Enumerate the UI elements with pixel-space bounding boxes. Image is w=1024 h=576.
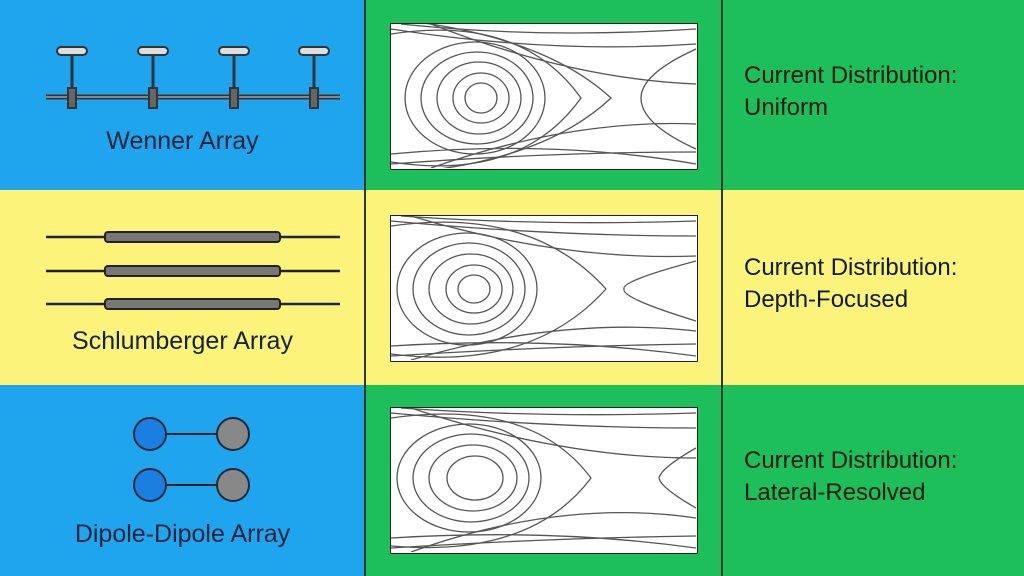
- schlumberger-cell: Schlumberger Array: [0, 190, 365, 385]
- distribution-cell: Current Distribution: Depth-Focused: [722, 190, 1024, 385]
- distribution-text: Current Distribution: Depth-Focused: [744, 252, 957, 316]
- array-label: Dipole-Dipole Array: [74, 520, 291, 548]
- column-divider: [721, 0, 723, 576]
- column-divider: [364, 0, 366, 576]
- distribution-text: Current Distribution: Uniform: [744, 60, 957, 124]
- distribution-text: Current Distribution: Lateral-Resolved: [744, 445, 957, 509]
- array-label: Schlumberger Array: [72, 327, 293, 355]
- contour-cell: [365, 385, 722, 576]
- schlumberger-electrodes-icon: [46, 231, 340, 310]
- distribution-type: Uniform: [744, 94, 829, 121]
- distribution-cell: Current Distribution: Uniform: [722, 0, 1024, 190]
- array-label: Wenner Array: [106, 127, 259, 155]
- distribution-type: Depth-Focused: [744, 286, 909, 313]
- contour-plot-uniform: [390, 23, 698, 170]
- distribution-cell: Current Distribution: Lateral-Resolved: [722, 385, 1024, 576]
- dipole-dipole-electrodes-icon: [133, 417, 250, 502]
- distribution-title: Current Distribution:: [744, 254, 958, 281]
- contour-plot-lateral-resolved: [390, 407, 698, 554]
- distribution-title: Current Distribution:: [744, 62, 958, 89]
- contour-plot-depth-focused: [390, 215, 698, 362]
- distribution-type: Lateral-Resolved: [744, 479, 926, 506]
- dipole-dipole-cell: Dipole-Dipole Array: [0, 385, 365, 576]
- wenner-electrodes-icon: [46, 46, 340, 109]
- distribution-title: Current Distribution:: [744, 447, 958, 474]
- contour-cell: [365, 190, 722, 385]
- contour-cell: [365, 0, 722, 190]
- wenner-cell: Wenner Array: [0, 0, 365, 190]
